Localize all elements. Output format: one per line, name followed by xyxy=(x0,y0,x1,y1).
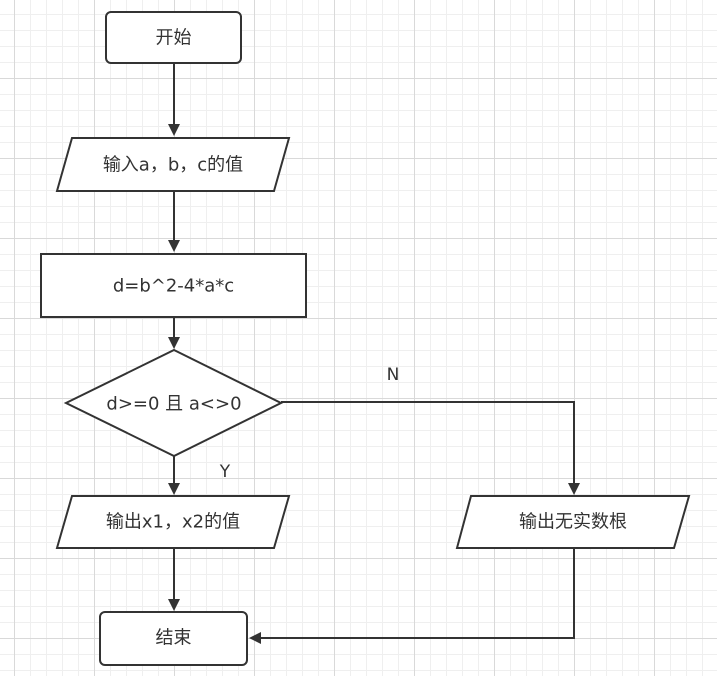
compute-node-label: d=b^2-4*a*c xyxy=(113,276,234,297)
decision-node-label: d>=0 且 a<>0 xyxy=(106,394,241,415)
end-node: 结束 xyxy=(99,611,248,666)
yes-branch-label: Y xyxy=(219,462,231,482)
decision-node: d>=0 且 a<>0 xyxy=(63,348,284,458)
edge-decision-no-to-no-roots xyxy=(281,401,580,495)
edge-no-roots-to-end xyxy=(249,548,575,644)
arrowhead xyxy=(168,124,180,136)
end-node-label: 结束 xyxy=(156,628,192,649)
output-roots-node-label: 输出x1，x2的值 xyxy=(106,512,240,533)
edge-input-to-compute xyxy=(168,191,180,252)
output-no-roots-node: 输出无实数根 xyxy=(455,495,691,549)
start-node-label: 开始 xyxy=(156,28,192,49)
arrowhead xyxy=(168,240,180,252)
arrowhead xyxy=(568,483,580,495)
input-node: 输入a，b，c的值 xyxy=(55,137,291,192)
edge-compute-to-decision xyxy=(168,317,180,349)
arrowhead xyxy=(168,599,180,611)
output-roots-node: 输出x1，x2的值 xyxy=(55,495,291,549)
arrowhead xyxy=(168,337,180,349)
start-node: 开始 xyxy=(105,11,242,64)
compute-node: d=b^2-4*a*c xyxy=(40,253,307,318)
edge-decision-yes-to-output xyxy=(168,456,180,495)
edge-output-to-end xyxy=(168,548,180,611)
input-node-label: 输入a，b，c的值 xyxy=(103,155,243,176)
no-branch-label: N xyxy=(387,365,400,385)
arrowhead xyxy=(249,632,261,644)
arrowhead xyxy=(168,483,180,495)
output-no-roots-node-label: 输出无实数根 xyxy=(519,512,627,533)
edge-start-to-input xyxy=(168,63,180,136)
